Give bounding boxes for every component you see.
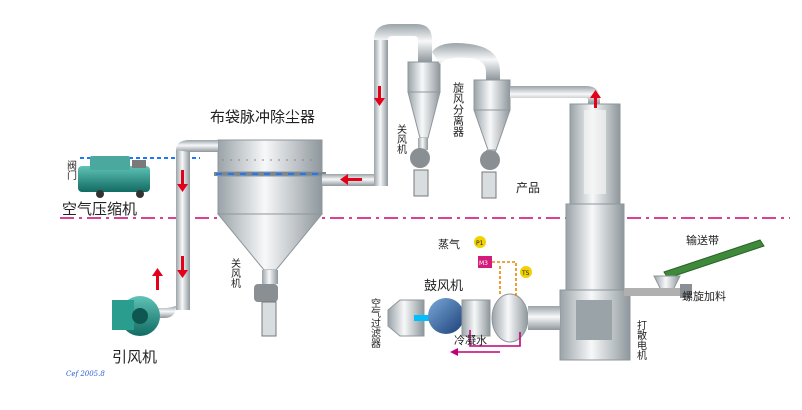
top-duct	[374, 24, 432, 62]
rotary-valve-mid-label: 关风机	[395, 123, 407, 155]
induced-fan-label: 引风机	[112, 348, 157, 366]
blower-label: 鼓风机	[424, 279, 463, 294]
cyclone-right	[473, 79, 511, 199]
steam-label: 蒸气	[438, 237, 460, 251]
bag-filter-label: 布袋脉冲除尘器	[210, 108, 315, 126]
dryer-tower	[559, 103, 631, 361]
rotary-valve-left-label: 关风机	[229, 257, 241, 289]
screw-feeder-label: 螺旋加料	[682, 289, 726, 303]
riser-duct-left	[374, 40, 388, 186]
flow-arrows	[152, 86, 601, 290]
cyclone-connector	[432, 43, 500, 80]
cyclone-label: 旋风分离器	[452, 81, 465, 138]
product-label: 产品	[516, 181, 540, 195]
dryer-outlet-duct	[510, 86, 600, 104]
feed-conveyor	[624, 239, 765, 298]
blower-heater	[387, 293, 560, 343]
conveyor-label: 输送带	[686, 233, 719, 247]
valve-label: 阀门	[65, 159, 77, 181]
p1-label: P1	[476, 240, 484, 247]
m3-label: M3	[479, 260, 488, 267]
air-filter-label: 空气过滤器	[369, 297, 381, 349]
steam-lines	[469, 236, 532, 347]
ts-label: TS	[521, 270, 530, 277]
left-duct-elbow	[176, 140, 218, 152]
induced-fan	[112, 296, 160, 336]
air-compressor-label: 空气压缩机	[62, 200, 137, 218]
bag-filter-unit	[214, 139, 326, 337]
breaker-motor-label: 打散电机	[635, 319, 647, 361]
credit-label: Cef 2005.8	[66, 370, 105, 378]
condensate-label: 冷凝水	[454, 333, 487, 347]
cyclone-left	[407, 61, 441, 197]
